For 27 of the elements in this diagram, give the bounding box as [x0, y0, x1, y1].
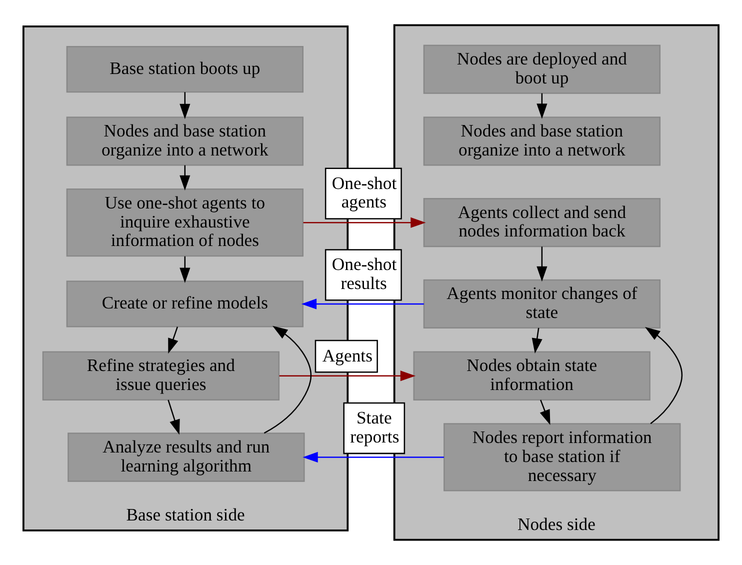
arrow [180, 256, 190, 283]
node-box: Create or refine models [66, 280, 304, 328]
node-box: Agents monitor changes of state [423, 279, 661, 329]
node-box: Nodes and base station organize into a network [423, 116, 661, 166]
arrow [279, 370, 416, 382]
arrow [302, 452, 444, 463]
node-box: Refine strategies and issue queries [42, 351, 280, 400]
node-box: Use one-shot agents to inquire exhaustive information of nodes [66, 188, 304, 257]
node-box: Nodes report information to base station if necessary [444, 423, 681, 492]
arrow [168, 326, 178, 354]
arrow [180, 165, 190, 190]
arrow [540, 400, 550, 426]
node-box: Nodes and base station organize into a network [66, 116, 304, 166]
node-box: Base station boots up [66, 46, 304, 93]
node-box: Nodes obtain state information [413, 351, 650, 400]
arrow [536, 93, 548, 119]
arrow [180, 92, 190, 120]
arrow [536, 246, 548, 282]
node-box: Agents collect and send nodes information back [423, 198, 661, 248]
arrow [532, 328, 542, 354]
arrow [303, 217, 426, 228]
arrow [301, 298, 424, 310]
node-box: Analyze results and run learning algorithm [68, 432, 305, 482]
node-box: Nodes are deployed and boot up [423, 44, 661, 94]
arrow [168, 400, 180, 435]
arrow [644, 326, 683, 424]
arrow [264, 326, 312, 434]
